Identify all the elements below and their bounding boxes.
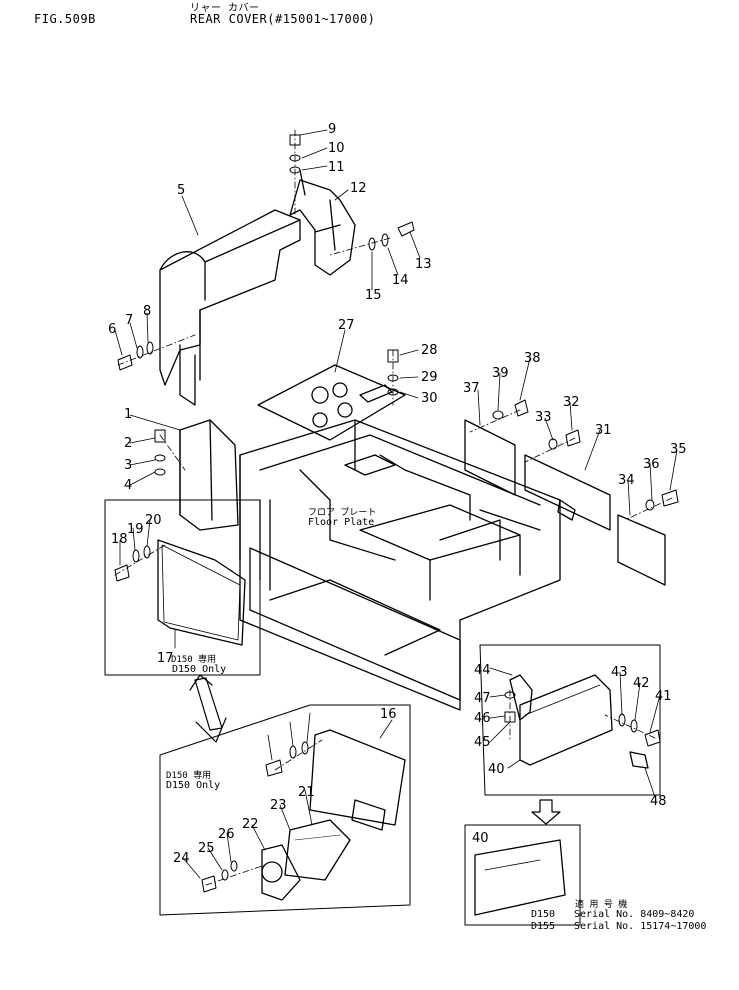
callout-37: 37 [463,381,480,396]
applicable-serial-jp-label: 適 用 号 機 [575,900,628,910]
callout-15: 15 [365,288,382,303]
callout-40: 40 [488,762,505,777]
callout-42: 42 [633,676,650,691]
japanese-title: リャー カバー [190,3,260,14]
callout-12: 12 [350,181,367,196]
fasteners [114,134,679,893]
d150-only-label-2: D150 Only [166,780,221,791]
plate-part-31 [524,454,611,531]
callout-28: 28 [421,343,438,358]
serial-d155-model: D155 [531,921,556,932]
callout-numbers: 1 2 3 4 5 6 7 8 9 10 11 12 13 14 15 16 1… [108,122,687,866]
side-plates-right [464,419,666,586]
callout-46: 46 [474,711,491,726]
arrows [189,674,561,825]
callout-4: 4 [124,478,132,493]
arrow-icon [194,677,223,731]
callout-13: 13 [415,257,432,272]
callout-48: 48 [650,794,667,809]
callout-36: 36 [643,457,660,472]
callout-21: 21 [298,785,315,800]
callout-45: 45 [474,735,491,750]
callout-41: 41 [655,689,672,704]
callout-23: 23 [270,798,287,813]
callout-39: 39 [492,366,509,381]
detail-box-part-16 [159,704,411,916]
bracket-part-12 [289,169,356,276]
diagram-title: REAR COVER(#15001~17000) [190,12,376,26]
callout-7: 7 [125,313,133,328]
callout-11: 11 [328,160,345,175]
frame-body [239,419,561,711]
callout-1: 1 [124,407,132,422]
detail-box-part-17 [104,499,261,676]
callout-47: 47 [474,691,491,706]
callout-44: 44 [474,663,491,678]
plate-part-34 [617,514,666,586]
plate-part-1 [179,419,239,531]
alignment-lines [114,129,673,886]
down-arrow-icon [531,799,561,825]
leader-lines [114,129,678,879]
callout-32: 32 [563,395,580,410]
callout-3: 3 [124,458,132,473]
callout-35: 35 [670,442,687,457]
callout-22: 22 [242,817,259,832]
callout-40-variant: 40 [472,831,489,846]
callout-29: 29 [421,370,438,385]
callout-24: 24 [173,851,190,866]
callout-31: 31 [595,423,612,438]
callout-26: 26 [218,827,235,842]
callout-5: 5 [177,183,185,198]
floor-plate-label: Floor Plate [308,517,375,528]
floor-plate-jp-label: フロア プレート [308,508,377,518]
callout-20: 20 [145,513,162,528]
callout-10: 10 [328,141,345,156]
d150-only-label-1: D150 Only [172,664,227,675]
callout-8: 8 [143,304,151,319]
callout-25: 25 [198,841,215,856]
callout-38: 38 [524,351,541,366]
callout-14: 14 [392,273,409,288]
plate-part-37 [464,419,516,496]
callout-27: 27 [338,318,355,333]
callout-30: 30 [421,391,438,406]
callout-6: 6 [108,322,116,337]
callout-2: 2 [124,436,132,451]
callout-43: 43 [611,665,628,680]
d150-jp-label-1: D150 専用 [171,655,217,665]
detail-box-part-40-variant [464,824,581,926]
callout-34: 34 [618,473,635,488]
callout-19: 19 [127,522,144,537]
callout-33: 33 [535,410,552,425]
floor-plate-part-27 [257,364,406,441]
serial-d150-model: D150 [531,909,556,920]
rear-cover-part-5 [159,209,301,406]
callout-9: 9 [328,122,336,137]
callout-17: 17 [157,651,174,666]
d150-jp-label-2: D150 専用 [166,771,212,781]
callout-16: 16 [380,707,397,722]
serial-d150-range: Serial No. 8409~8420 [574,909,695,920]
figure-number: FIG.509B [34,12,96,26]
callout-18: 18 [111,532,128,547]
serial-d155-range: Serial No. 15174~17000 [574,921,707,932]
